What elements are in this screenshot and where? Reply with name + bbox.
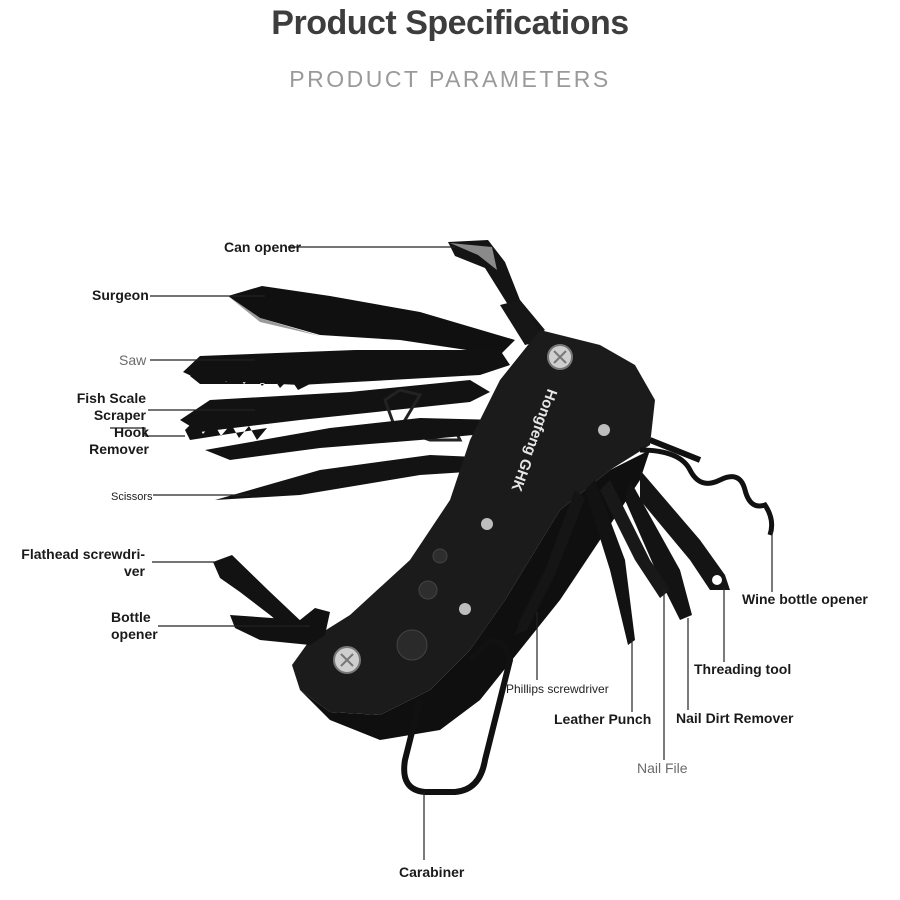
label-can-opener: Can opener xyxy=(224,239,302,255)
corkscrew xyxy=(639,447,775,536)
handle-hole-1 xyxy=(432,548,448,564)
handle-lower-plate xyxy=(300,450,650,740)
surgeon-blade xyxy=(228,286,515,355)
rivet-1 xyxy=(598,424,610,436)
scissors-blade-upper xyxy=(205,418,505,460)
label-scissors: Scissors xyxy=(111,491,153,503)
top-hook-arm xyxy=(500,300,545,345)
handle-hole-3 xyxy=(396,629,428,661)
saw-blade xyxy=(183,350,510,385)
label-saw: Saw xyxy=(119,352,147,368)
label-surgeon: Surgeon xyxy=(92,287,149,303)
can-opener-tip xyxy=(450,243,497,270)
label-nail-file: Nail File xyxy=(637,760,688,776)
threading-tool xyxy=(640,470,730,590)
label-flathead-screwdriver: Flathead screwdri- ver xyxy=(21,546,145,579)
label-bottle-opener: Bottle opener xyxy=(111,609,158,642)
rivet-3 xyxy=(459,603,471,615)
label-carabiner: Carabiner xyxy=(399,864,465,880)
scraper-teeth xyxy=(185,420,267,440)
page-title: Product Specifications xyxy=(271,4,629,42)
handle-hole-2 xyxy=(418,580,438,600)
carabiner xyxy=(401,636,514,795)
rivet-2 xyxy=(481,518,493,530)
label-wine-bottle-opener: Wine bottle opener xyxy=(742,591,868,607)
scissors-blade-lower xyxy=(215,455,500,500)
label-nail-dirt-remover: Nail Dirt Remover xyxy=(676,710,794,726)
label-threading-tool: Threading tool xyxy=(694,661,792,677)
label-leather-punch: Leather Punch xyxy=(554,711,652,727)
leader-hook-remover xyxy=(110,427,185,437)
nail-file xyxy=(600,480,670,598)
label-hook-remover: Hook Remover xyxy=(89,424,149,457)
saw-teeth xyxy=(190,368,310,390)
label-phillips-screwdriver: Phillips screwdriver xyxy=(506,682,609,696)
phillips-screwdriver xyxy=(515,490,585,635)
nail-dirt-remover xyxy=(625,480,692,620)
page-subtitle: PRODUCT PARAMETERS xyxy=(289,66,611,92)
leader-lines xyxy=(110,246,773,860)
handle-body xyxy=(292,330,655,715)
label-fish-scale-scraper: Fish Scale Scraper xyxy=(76,390,146,423)
leather-punch xyxy=(585,480,635,645)
